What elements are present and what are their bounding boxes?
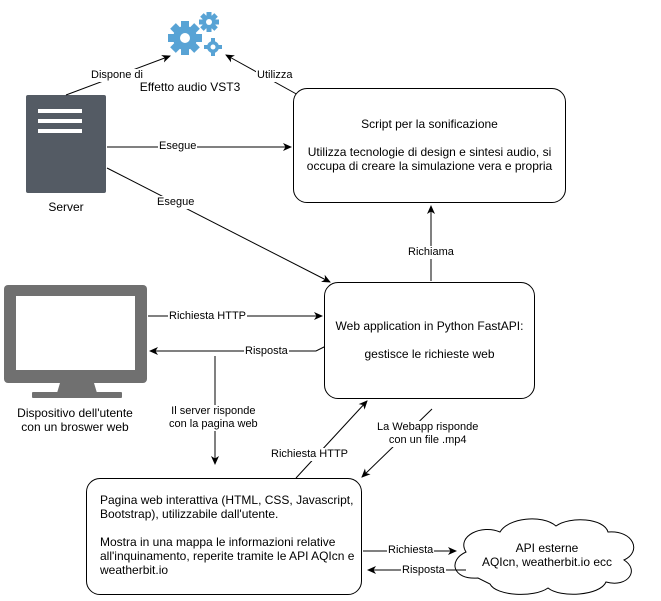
label-api-page: Risposta — [401, 564, 446, 577]
webpage-line2: Bootstrap), utilizzabile dall'utente. — [100, 507, 279, 521]
label-webapp-script: Richiama — [407, 246, 455, 259]
label-server-script: Esegue — [158, 140, 198, 153]
api-subtitle: AQIcn, weatherbit.io ecc — [481, 555, 613, 569]
api-title: API esterne — [515, 541, 579, 555]
script-desc-line2: occupa di creare la simulazione vera e p… — [306, 159, 553, 173]
gears-icon — [168, 12, 222, 56]
label-webapp-device: Risposta — [244, 345, 289, 358]
label-server-vst: Dispone di — [90, 69, 144, 82]
device-label: Dispositivo dell'utente con un broswer w… — [0, 406, 150, 434]
edge-webapp-device — [149, 345, 327, 355]
label-webapp-page-line2: con un file .mp4 — [388, 434, 467, 446]
label-page-webapp: Richiesta HTTP — [270, 448, 350, 461]
label-webapp-page: La Webapp risponde con un file .mp4 — [376, 421, 480, 447]
webpage-box: Pagina web interattiva (HTML, CSS, Javas… — [86, 478, 362, 595]
webpage-line4: all'inquinamento, reperite tramite le AP… — [100, 549, 355, 563]
webpage-line3: Mostra in una mappa le informazioni rela… — [100, 535, 336, 549]
monitor-icon — [4, 285, 147, 398]
webapp-desc: gestisce le richieste web — [364, 347, 495, 361]
webpage-line1: Pagina web interattiva (HTML, CSS, Javas… — [100, 493, 354, 507]
script-desc-line1: Utilizza tecnologie di design e sintesi … — [307, 145, 552, 159]
label-server-webapp: Esegue — [156, 196, 196, 209]
label-script-vst: Utilizza — [256, 69, 294, 82]
cloud-icon — [454, 518, 635, 595]
label-device-page-line2: con la pagina web — [169, 418, 258, 430]
edge-page-webapp — [295, 400, 368, 479]
webpage-line5: weatherbit.io — [100, 563, 169, 577]
label-webapp-page-line1: La Webapp risponde — [377, 421, 479, 433]
webapp-title: Web application in Python FastAPI: — [335, 319, 524, 333]
label-page-api: Richiesta — [387, 544, 435, 557]
edge-server-webapp — [106, 167, 331, 283]
webapp-box: Web application in Python FastAPI: gesti… — [324, 282, 535, 399]
script-box: Script per la sonificazione Utilizza tec… — [293, 88, 566, 203]
server-icon — [26, 95, 106, 193]
api-label: API esterne AQIcn, weatherbit.io ecc — [472, 541, 622, 569]
vst-label: Effetto audio VST3 — [139, 80, 241, 94]
label-device-page: Il server risponde con la pagina web — [168, 405, 259, 431]
device-label-line2: con un broswer web — [21, 420, 129, 434]
device-label-line1: Dispositivo dell'utente — [17, 406, 133, 420]
label-device-page-line1: Il server risponde — [171, 405, 256, 417]
label-device-webapp: Richiesta HTTP — [168, 310, 248, 323]
script-title: Script per la sonificazione — [361, 117, 498, 131]
server-label: Server — [48, 200, 84, 214]
